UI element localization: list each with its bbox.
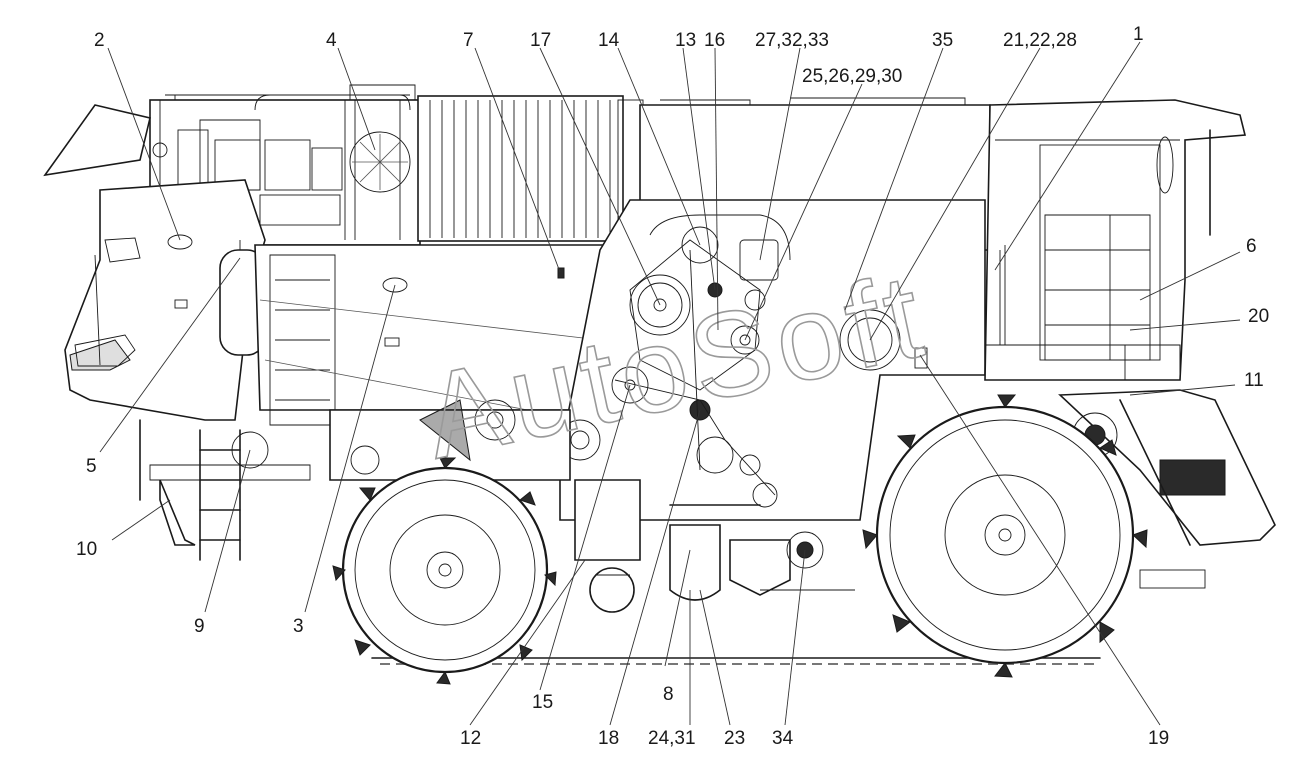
callout-11: 11 bbox=[1244, 370, 1264, 391]
main-body-panel bbox=[254, 244, 632, 426]
callout-24-31: 24,31 bbox=[648, 728, 696, 749]
callout-4: 4 bbox=[326, 30, 337, 51]
radiator-screen bbox=[417, 95, 644, 242]
leader-lines bbox=[99, 41, 1241, 726]
engine-compartment bbox=[149, 84, 421, 246]
callout-13: 13 bbox=[675, 30, 696, 51]
access-ladder bbox=[139, 419, 241, 561]
callout-2: 2 bbox=[94, 30, 105, 51]
hydraulic-tank bbox=[219, 240, 266, 356]
belt-drive bbox=[559, 226, 928, 508]
underside-components bbox=[574, 479, 855, 613]
callout-34: 34 bbox=[772, 728, 794, 749]
rear-axle-area bbox=[149, 399, 571, 481]
callout-14: 14 bbox=[598, 30, 620, 51]
callout-25-26-29-30: 25,26,29,30 bbox=[802, 66, 902, 87]
callout-23: 23 bbox=[724, 728, 745, 749]
callout-17: 17 bbox=[530, 30, 551, 51]
callout-19: 19 bbox=[1148, 728, 1169, 749]
callout-labels: 1 2 3 4 5 6 7 8 9 10 11 12 13 14 15 16 1… bbox=[76, 24, 1269, 749]
callout-16: 16 bbox=[704, 30, 725, 51]
separator-panel bbox=[559, 199, 986, 521]
rear-hood bbox=[43, 104, 266, 421]
callout-1: 1 bbox=[1133, 24, 1144, 45]
callout-12: 12 bbox=[460, 728, 481, 749]
callout-18: 18 bbox=[598, 728, 619, 749]
front-wheel bbox=[862, 394, 1148, 678]
callout-3: 3 bbox=[293, 616, 304, 637]
callout-35: 35 bbox=[932, 30, 953, 51]
callout-15: 15 bbox=[532, 692, 553, 713]
callout-5: 5 bbox=[86, 456, 97, 477]
operator-cab bbox=[984, 99, 1247, 381]
feeder-header bbox=[1058, 389, 1276, 589]
callout-21-22-28: 21,22,28 bbox=[1003, 30, 1077, 51]
rear-wheel bbox=[332, 457, 557, 685]
callout-7: 7 bbox=[463, 30, 474, 51]
callout-27-32-33: 27,32,33 bbox=[755, 30, 829, 51]
callout-10: 10 bbox=[76, 539, 97, 560]
callout-9: 9 bbox=[194, 616, 205, 637]
callout-8: 8 bbox=[663, 684, 674, 705]
callout-6: 6 bbox=[1246, 236, 1257, 257]
callout-20: 20 bbox=[1248, 306, 1269, 327]
